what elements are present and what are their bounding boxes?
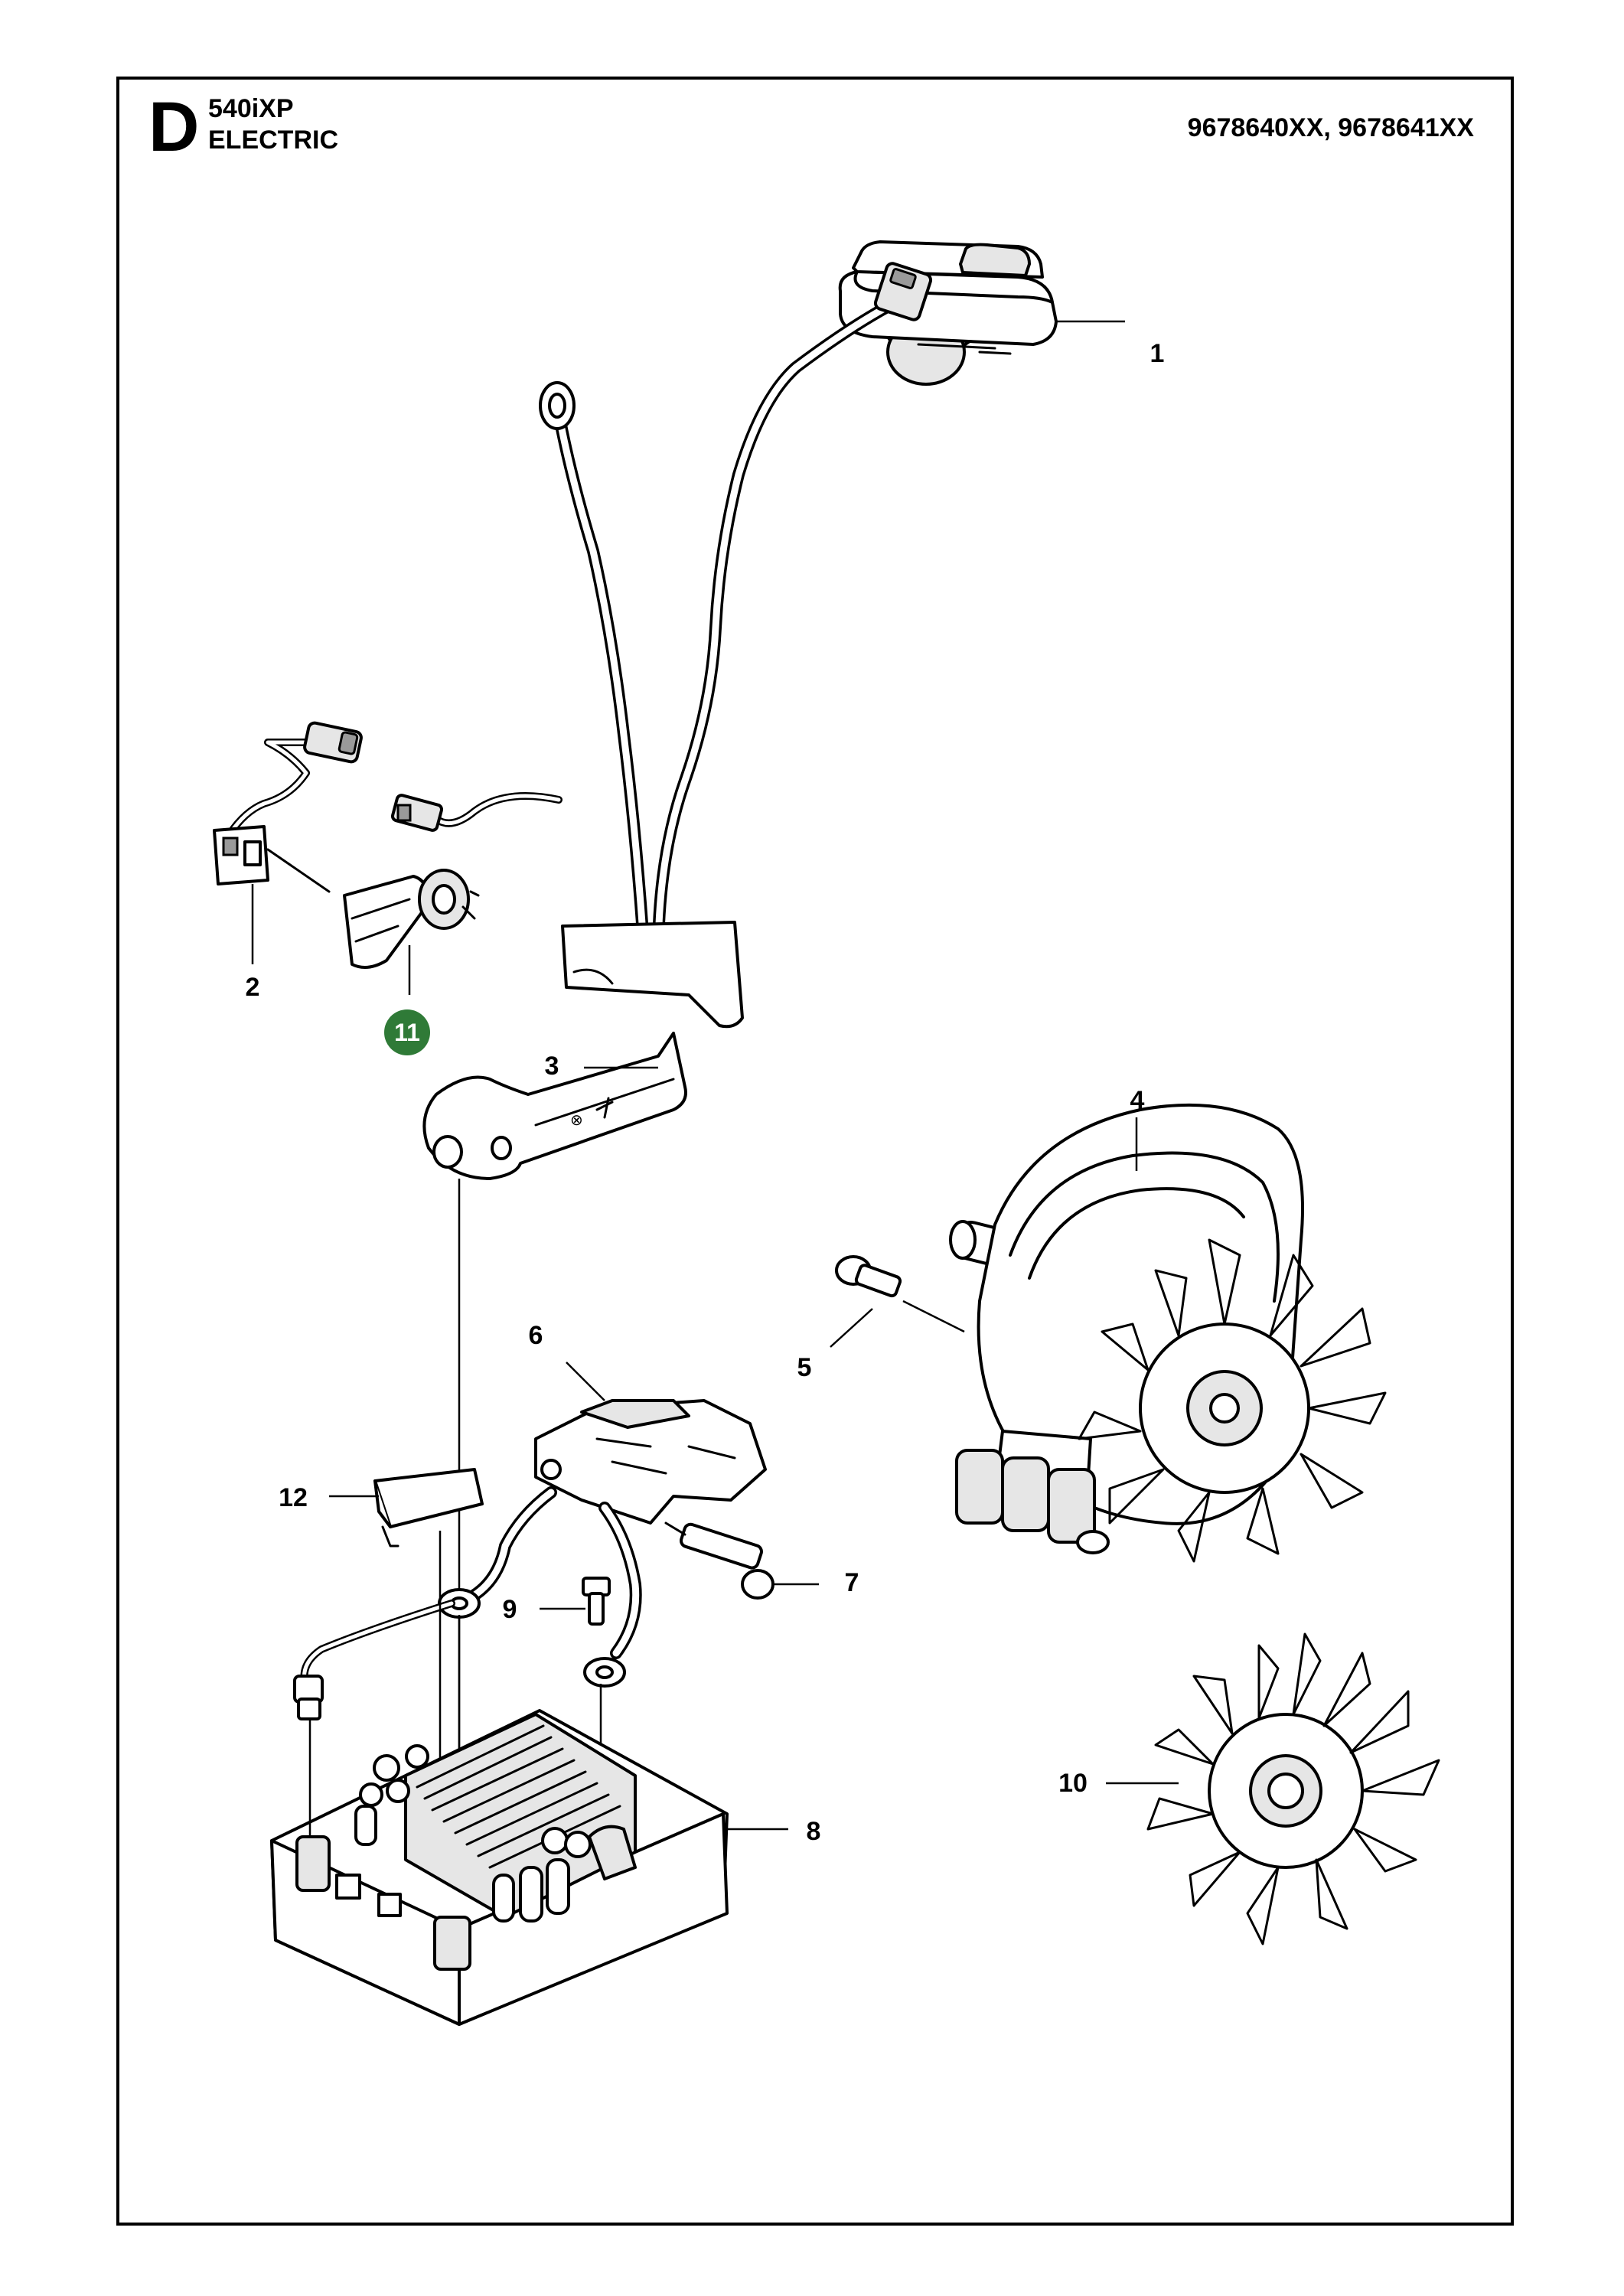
- callout-5: 5: [797, 1353, 812, 1382]
- cover-block: [329, 1468, 484, 1760]
- callout-10: 10: [1058, 1769, 1088, 1798]
- electric-motor: [949, 1103, 1387, 1563]
- callout-1: 1: [1150, 339, 1165, 368]
- callout-4: 4: [1130, 1086, 1145, 1115]
- terminal-bracket: [300, 1362, 767, 1883]
- long-screw: [664, 1521, 819, 1600]
- callout-8: 8: [806, 1817, 821, 1846]
- trigger-sensor: [343, 869, 480, 995]
- switch-assembly: [213, 721, 363, 964]
- page-frame: [116, 77, 1514, 2226]
- callout-9: 9: [502, 1595, 517, 1624]
- callout-12: 12: [279, 1483, 308, 1512]
- model-name: 540iXP: [208, 94, 294, 123]
- callout-2: 2: [245, 973, 260, 1002]
- callout-11-highlighted[interactable]: 11: [384, 1009, 430, 1055]
- section-letter: D: [148, 88, 200, 166]
- part-numbers: 9678640XX, 9678641XX: [1187, 113, 1474, 142]
- controller-board: [270, 1675, 788, 2026]
- motor-screw: [830, 1255, 965, 1348]
- section-title: ELECTRIC: [208, 126, 338, 155]
- wiring-harness: ⊗: [390, 262, 933, 1890]
- callout-6: 6: [528, 1321, 543, 1350]
- cooling-fan: [1106, 1632, 1440, 1945]
- svg-text:⊗: ⊗: [570, 1112, 583, 1129]
- callout-7: 7: [844, 1568, 859, 1597]
- small-screw: [540, 1577, 611, 1626]
- callout-3: 3: [544, 1052, 559, 1081]
